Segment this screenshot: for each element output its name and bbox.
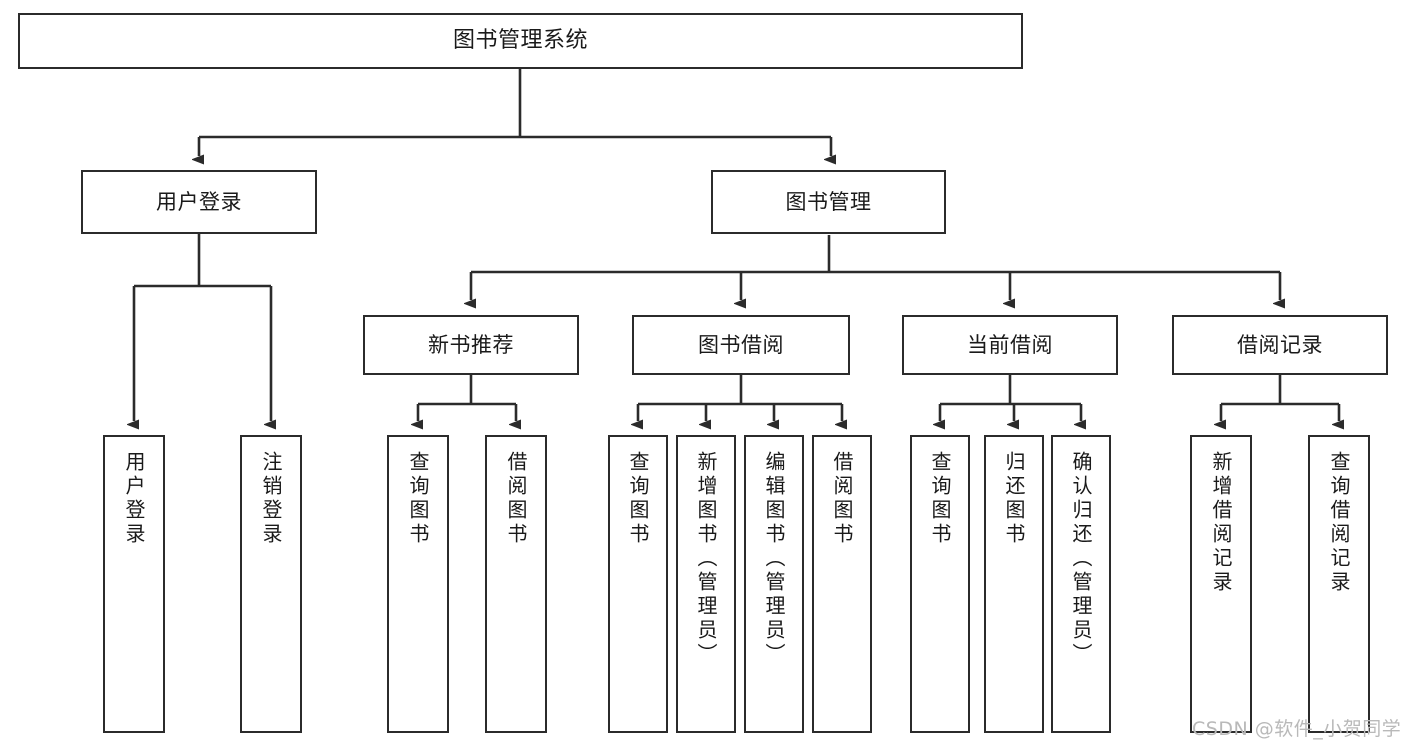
node-label: 查询图书: [406, 451, 430, 547]
leaf-user-logout[interactable]: 注销登录: [240, 435, 302, 733]
node-label: 确认归还（管理员）: [1069, 451, 1093, 667]
node-label: 借阅记录: [1237, 332, 1323, 357]
leaf-user-login[interactable]: 用户登录: [103, 435, 165, 733]
node-label: 归还图书: [1002, 451, 1026, 547]
leaf-query-book-recommend[interactable]: 查询图书: [387, 435, 449, 733]
node-root-system[interactable]: 图书管理系统: [18, 13, 1023, 69]
leaf-borrow-book-recommend[interactable]: 借阅图书: [485, 435, 547, 733]
leaf-edit-book-admin[interactable]: 编辑图书（管理员）: [744, 435, 804, 733]
leaf-query-borrow-record[interactable]: 查询借阅记录: [1308, 435, 1370, 733]
node-label: 查询借阅记录: [1327, 451, 1351, 595]
node-label: 图书借阅: [698, 332, 784, 357]
node-label: 图书管理: [785, 189, 872, 214]
node-label: 用户登录: [122, 451, 146, 547]
leaf-confirm-return-admin[interactable]: 确认归还（管理员）: [1051, 435, 1111, 733]
csdn-watermark: CSDN @软件_小贺同学: [1192, 718, 1402, 740]
node-borrow-record[interactable]: 借阅记录: [1172, 315, 1388, 375]
node-book-management[interactable]: 图书管理: [711, 170, 946, 234]
node-label: 借阅图书: [504, 451, 528, 547]
leaf-query-book-current[interactable]: 查询图书: [910, 435, 970, 733]
leaf-add-book-admin[interactable]: 新增图书（管理员）: [676, 435, 736, 733]
node-new-book-recommend[interactable]: 新书推荐: [363, 315, 579, 375]
leaf-query-book-borrow[interactable]: 查询图书: [608, 435, 668, 733]
node-label: 图书管理系统: [452, 28, 588, 54]
node-label: 新书推荐: [428, 332, 514, 357]
node-label: 查询图书: [928, 451, 952, 547]
node-label: 新增图书（管理员）: [694, 451, 718, 667]
node-book-borrow[interactable]: 图书借阅: [632, 315, 850, 375]
node-label: 注销登录: [259, 451, 283, 547]
node-label: 当前借阅: [967, 332, 1053, 357]
node-label: 编辑图书（管理员）: [762, 451, 786, 667]
node-current-borrow[interactable]: 当前借阅: [902, 315, 1118, 375]
leaf-return-book[interactable]: 归还图书: [984, 435, 1044, 733]
node-label: 借阅图书: [830, 451, 854, 547]
node-label: 新增借阅记录: [1209, 451, 1233, 595]
node-user-login[interactable]: 用户登录: [81, 170, 317, 234]
node-label: 查询图书: [626, 451, 650, 547]
leaf-add-borrow-record[interactable]: 新增借阅记录: [1190, 435, 1252, 733]
leaf-borrow-book[interactable]: 借阅图书: [812, 435, 872, 733]
node-label: 用户登录: [156, 189, 242, 214]
